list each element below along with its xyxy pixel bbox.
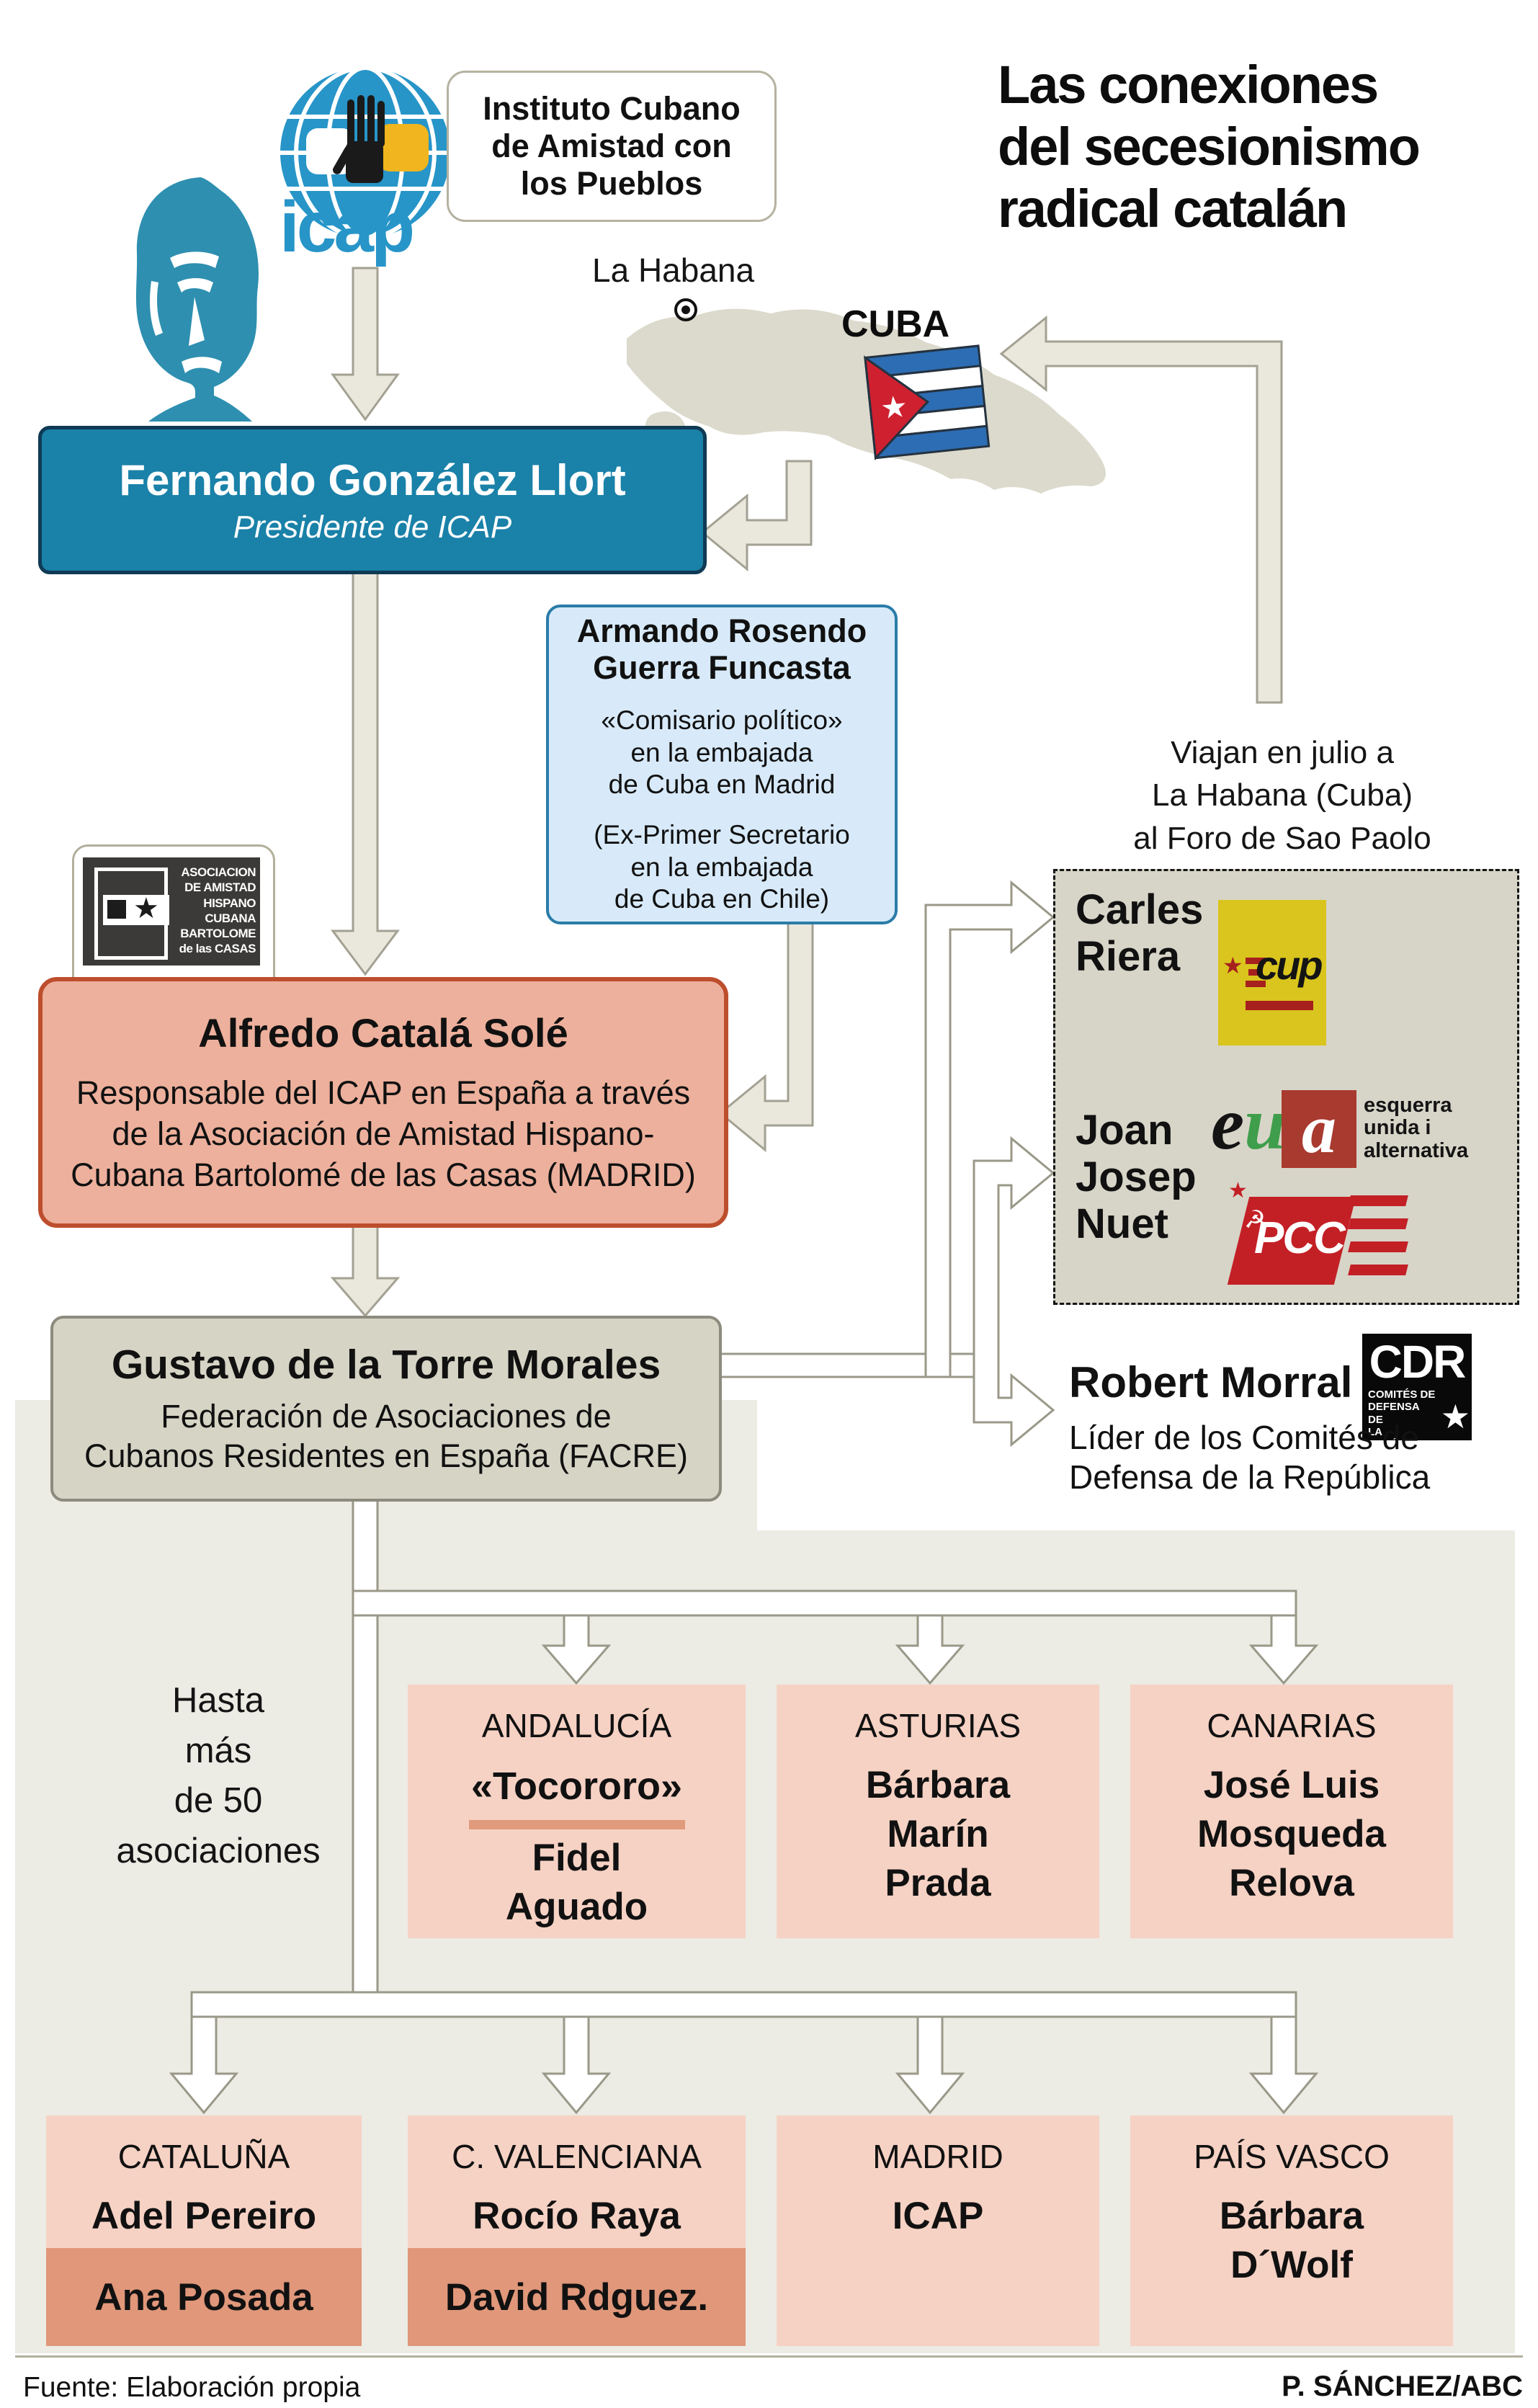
joan-josep-nuet-name: Joan Josep Nuet	[1076, 1107, 1197, 1247]
region-label: CANARIAS	[1207, 1707, 1377, 1744]
armando-rosendo-box: Armando Rosendo Guerra Funcasta «Comisar…	[546, 605, 898, 924]
arrow-fernando-to-alfredo	[331, 568, 400, 976]
cuba-label: CUBA	[841, 303, 950, 345]
arrow-map-to-fernando	[700, 460, 813, 572]
viajan-note: Viajan en julio a La Habana (Cuba) al Fo…	[1133, 735, 1431, 856]
arrow-icap-to-fernando	[331, 267, 400, 422]
region-box-valenciana: C. VALENCIANA Rocío Raya David Rdguez.	[408, 2115, 746, 2346]
hasta-asociaciones-note: Hasta más de 50 asociaciones	[116, 1681, 321, 1870]
asociacion-logo-text: ASOCIACION DE AMISTAD HISPANO CUBANA BAR…	[179, 865, 256, 956]
footer-credit: P. SÁNCHEZ/ABC	[1282, 2371, 1523, 2402]
gustavo-torre-box: Gustavo de la Torre Morales Federación d…	[50, 1316, 722, 1502]
asociacion-logo-small-square	[107, 900, 126, 919]
alfredo-name: Alfredo Catalá Solé	[198, 1009, 568, 1056]
region-box-andalucia: ANDALUCÍA «Tocororo» Fidel Aguado	[408, 1685, 746, 1938]
alfredo-desc: Responsable del ICAP en España a través …	[71, 1074, 696, 1194]
asociacion-star-icon: ★	[133, 893, 159, 924]
cup-star-icon: ★	[1222, 953, 1243, 978]
arrow-alfredo-to-gustavo	[330, 1218, 401, 1318]
region-secondary-name: David Rdguez.	[444, 2275, 709, 2319]
region-name: ICAP	[892, 2195, 984, 2237]
region-box-madrid: MADRID ICAP	[777, 2115, 1099, 2346]
instituto-box: Instituto Cubano de Amistad con los Pueb…	[447, 71, 777, 222]
armando-role-2: (Ex-Primer Secretario en la embajada de …	[594, 820, 850, 914]
robert-morral-name: Robert Morral	[1069, 1358, 1353, 1406]
region-secondary-name: Ana Posada	[94, 2275, 313, 2319]
carles-riera-name: Carles Riera	[1076, 886, 1204, 980]
region-name: Fidel Aguado	[505, 1837, 648, 1928]
region-secondary-strip: David Rdguez.	[408, 2248, 746, 2346]
line-gustavo-right	[714, 1352, 975, 1378]
asociacion-logo-band: ★	[103, 893, 169, 925]
footer-divider	[15, 2355, 1523, 2358]
arrow-to-joan-and-robert	[973, 1136, 1055, 1448]
region-name: Bárbara D´Wolf	[1219, 2195, 1364, 2286]
region-box-paisvasco: PAÍS VASCO Bárbara D´Wolf	[1130, 2115, 1453, 2346]
pcc-stripe-icon	[1348, 1195, 1408, 1206]
cdr-text: COMITÉS DE DEFENSA DE LA REPÚBLICA	[1368, 1388, 1436, 1450]
region-label: ANDALUCÍA	[481, 1707, 672, 1744]
arrow-group-to-cuba	[999, 315, 1283, 704]
pcc-hammer-sickle-icon: ☭	[1244, 1205, 1266, 1234]
eua-text: esquerra unida i alternativa	[1364, 1094, 1469, 1162]
cup-stripe-icon	[1248, 969, 1263, 976]
region-label: C. VALENCIANA	[452, 2138, 702, 2175]
cuba-flag-icon: ★	[864, 344, 991, 461]
pcc-stripe-icon	[1348, 1241, 1408, 1252]
eua-letter-e: e	[1211, 1082, 1245, 1165]
pcc-stripe-icon	[1348, 1218, 1408, 1229]
la-habana-label: La Habana	[592, 251, 755, 289]
region-name: Bárbara Marín Prada	[865, 1764, 1011, 1904]
region-name: Rocío Raya	[473, 2195, 681, 2237]
armando-role-1: «Comisario político» en la embajada de C…	[601, 705, 843, 799]
infographic-title: Las conexiones del secesionismo radical …	[998, 55, 1421, 238]
icap-logo-wordmark: icap	[280, 187, 415, 267]
footer-source: Fuente: Elaboración propia	[23, 2372, 361, 2403]
eua-logo: e u a esquerra unida i alternativa	[1211, 1082, 1469, 1168]
region-divider	[468, 1820, 685, 1829]
region-label: MADRID	[872, 2138, 1003, 2175]
pcc-star-icon: ★	[1228, 1179, 1248, 1203]
region-alias: «Tocororo»	[470, 1765, 683, 1808]
robert-morral-role: Líder de los Comités de Defensa de la Re…	[1069, 1419, 1431, 1497]
region-label: ASTURIAS	[854, 1707, 1021, 1744]
cdr-star-icon: ★	[1440, 1398, 1470, 1435]
region-label: CATALUÑA	[117, 2138, 290, 2175]
cup-stripe-icon	[1246, 981, 1266, 987]
fernando-portrait	[135, 177, 259, 422]
flag-star-icon: ★	[879, 389, 909, 426]
cup-wordmark: cup	[1256, 942, 1323, 988]
cdr-wordmark: CDR	[1369, 1336, 1467, 1388]
arrow-armando-to-alfredo	[718, 917, 814, 1153]
cdr-logo: CDR COMITÉS DE DEFENSA DE LA REPÚBLICA ★	[1362, 1334, 1472, 1450]
region-box-cataluna: CATALUÑA Adel Pereiro Ana Posada	[46, 2115, 362, 2346]
catalan-group-box: Carles Riera ★ cup Joan Josep Nuet e u a…	[1053, 869, 1519, 1305]
cup-logo: ★ cup	[1218, 900, 1326, 1045]
cup-underline-icon	[1246, 1001, 1313, 1010]
gustavo-desc: Federación de Asociaciones de Cubanos Re…	[84, 1398, 688, 1474]
fernando-name: Fernando González Llort	[119, 455, 626, 504]
region-box-asturias: ASTURIAS Bárbara Marín Prada	[777, 1685, 1099, 1938]
asociacion-amistad-logo: ★ ASOCIACION DE AMISTAD HISPANO CUBANA B…	[83, 857, 260, 966]
pcc-logo: ★ ☭ PCC	[1222, 1179, 1410, 1295]
gustavo-name: Gustavo de la Torre Morales	[111, 1342, 661, 1388]
region-name: Adel Pereiro	[91, 2195, 317, 2237]
region-box-canarias: CANARIAS José Luis Mosqueda Relova	[1130, 1685, 1453, 1938]
fernando-role: Presidente de ICAP	[233, 509, 512, 545]
eua-letter-a: a	[1302, 1090, 1337, 1167]
region-name: José Luis Mosqueda Relova	[1197, 1764, 1387, 1904]
region-secondary-strip: Ana Posada	[46, 2248, 362, 2346]
armando-name: Armando Rosendo Guerra Funcasta	[576, 612, 867, 686]
pcc-stripe-icon	[1348, 1265, 1408, 1275]
arrow-to-carles	[924, 880, 1055, 1378]
cup-stripe-icon	[1246, 958, 1266, 964]
eua-red-square: a	[1282, 1090, 1357, 1168]
pcc-wordmark: PCC	[1254, 1213, 1346, 1263]
fernando-gonzalez-box: Fernando González Llort Presidente de IC…	[38, 426, 707, 574]
alfredo-catala-box: Alfredo Catalá Solé Responsable del ICAP…	[38, 977, 728, 1228]
region-label: PAÍS VASCO	[1194, 2138, 1390, 2175]
eua-letter-u: u	[1244, 1082, 1287, 1165]
